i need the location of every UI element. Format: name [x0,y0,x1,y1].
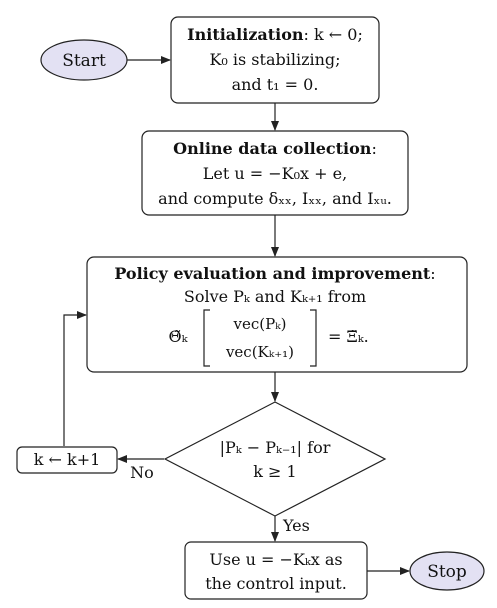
online-box [141,130,409,216]
stop-ellipse [409,551,485,591]
increment-box [16,446,118,474]
final-line2: the control input. [205,574,347,593]
increment-label: k ← k+1 [34,450,101,469]
init-line2: K₀ is stabilizing; [209,50,340,69]
matrix-entry-1: vec(Pₖ) [232,315,286,333]
increment-node: k ← k+1 [16,446,118,474]
init-title: Initialization [187,25,304,44]
init-box [170,16,380,104]
edge-label-no: No [130,463,154,482]
matrix-right-bracket [310,309,317,367]
stop-node: Stop [409,551,485,591]
policy-title: Policy evaluation and improvement [114,264,431,283]
online-line2: Let u = −K₀x + e, [203,164,347,183]
start-label: Start [62,51,106,71]
init-line1: Initialization: k ← 0; [187,25,363,44]
policy-line2: Solve Pₖ and Kₖ₊₁ from [184,287,366,306]
final-line1: Use u = −Kₖx as [209,550,342,569]
online-title-suffix: : [371,139,376,158]
final-box [184,541,368,600]
online-line3: and compute δₓₓ, Iₓₓ, and Iₓᵤ. [158,189,392,208]
matrix-entry-2: vec(Kₖ₊₁) [225,343,294,361]
policy-line1: Policy evaluation and improvement: [114,264,435,283]
init-line1-rest: : k ← 0; [304,25,363,44]
stop-label: Stop [427,562,467,582]
edge-label-yes: Yes [282,516,310,535]
policy-node: Policy evaluation and improvement: Solve… [86,256,468,373]
edge-increment-loop-to-policy [63,311,87,446]
policy-theta: Θ̃ₖ [169,327,189,346]
matrix-left-bracket [203,309,210,367]
online-node: Online data collection: Let u = −K₀x + e… [141,130,409,216]
edges [63,56,410,575]
init-line3: and t₁ = 0. [232,75,319,94]
init-node: Initialization: k ← 0; K₀ is stabilizing… [170,16,380,104]
policy-rhs: = Ξ̃ₖ. [328,327,369,346]
policy-title-suffix: : [430,264,435,283]
policy-box [86,256,468,373]
online-line1: Online data collection: [173,139,377,158]
start-ellipse [40,39,128,81]
online-title: Online data collection [173,139,372,158]
decision-line1: |Pₖ − Pₖ₋₁| for [220,438,331,457]
decision-line2: k ≥ 1 [253,462,296,481]
final-node: Use u = −Kₖx as the control input. [184,541,368,600]
start-node: Start [40,39,128,81]
decision-diamond [163,401,387,517]
decision-node: |Pₖ − Pₖ₋₁| for k ≥ 1 [163,401,387,517]
